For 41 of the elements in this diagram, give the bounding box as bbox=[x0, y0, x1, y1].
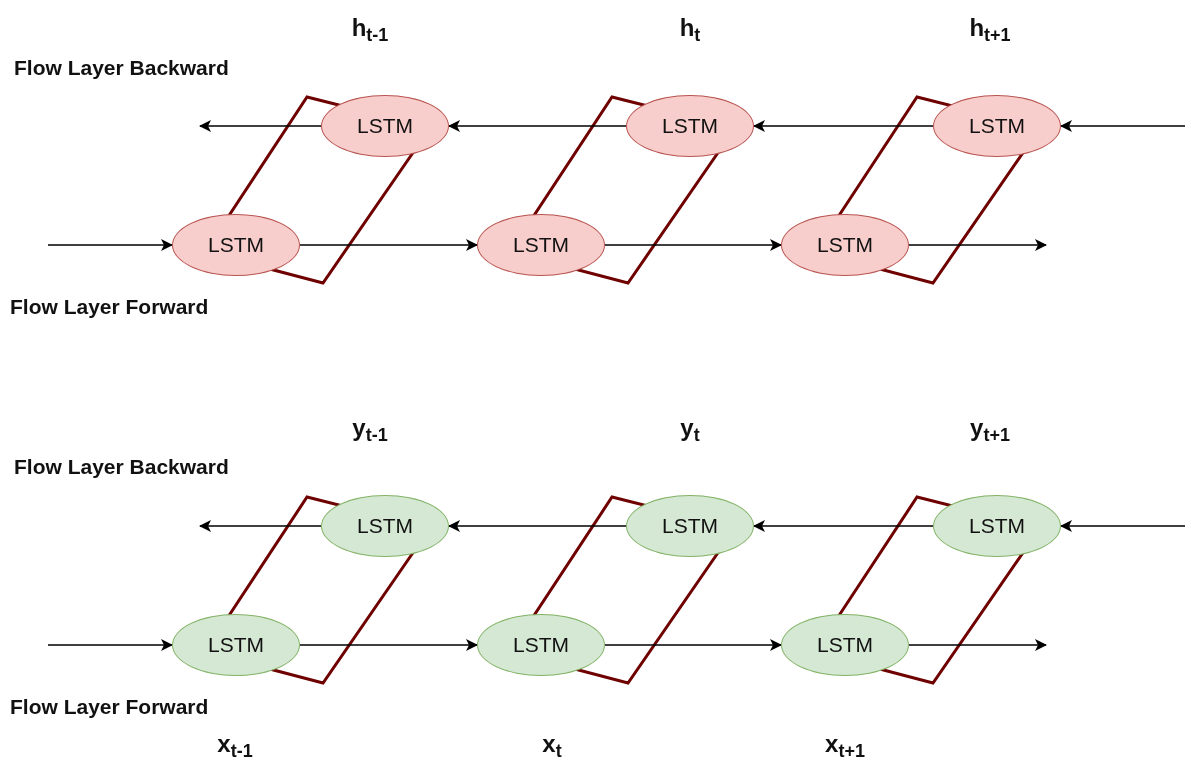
lstm-ellipse: LSTM bbox=[781, 214, 909, 276]
arrow bbox=[299, 239, 478, 251]
arrow bbox=[753, 120, 934, 132]
lstm-ellipse: LSTM bbox=[172, 614, 300, 676]
arrow bbox=[604, 239, 782, 251]
arrow bbox=[1060, 520, 1186, 532]
state-label: x$_{t+1}$ bbox=[825, 729, 865, 761]
state-label: y$_{t+1}$ bbox=[970, 413, 1010, 447]
arrow bbox=[448, 520, 627, 532]
lstm-ellipse: LSTM bbox=[781, 614, 909, 676]
arrow bbox=[1060, 120, 1186, 132]
lstm-ellipse: LSTM bbox=[933, 95, 1061, 157]
state-label: y$_{t-1}$ bbox=[352, 413, 388, 447]
lstm-ellipse: LSTM bbox=[626, 495, 754, 557]
layer-label: Flow Layer Forward bbox=[10, 695, 209, 719]
arrow bbox=[908, 639, 1047, 651]
arrow bbox=[299, 639, 478, 651]
lstm-ellipse: LSTM bbox=[477, 214, 605, 276]
state-label: x$_{t}$ bbox=[542, 729, 562, 761]
lstm-ellipse: LSTM bbox=[321, 95, 449, 157]
lstm-ellipse: LSTM bbox=[172, 214, 300, 276]
state-label: y$_{t}$ bbox=[680, 413, 700, 447]
layer-label: Flow Layer Backward bbox=[14, 455, 229, 479]
layer-label: Flow Layer Forward bbox=[10, 295, 209, 319]
arrow bbox=[908, 239, 1047, 251]
state-label: x$_{t-1}$ bbox=[217, 729, 253, 761]
arrow bbox=[199, 120, 322, 132]
arrow bbox=[604, 639, 782, 651]
lstm-ellipse: LSTM bbox=[626, 95, 754, 157]
arrow bbox=[199, 520, 322, 532]
arrow bbox=[47, 239, 173, 251]
lstm-ellipse: LSTM bbox=[477, 614, 605, 676]
lstm-ellipse: LSTM bbox=[321, 495, 449, 557]
layer-label: Flow Layer Backward bbox=[14, 56, 229, 80]
arrow bbox=[448, 120, 627, 132]
arrow bbox=[753, 520, 934, 532]
arrow bbox=[47, 639, 173, 651]
lstm-ellipse: LSTM bbox=[933, 495, 1061, 557]
state-label: h$_{t-1}$ bbox=[351, 13, 389, 47]
state-label: h$_{t+1}$ bbox=[969, 13, 1011, 47]
state-label: h$_{t}$ bbox=[679, 13, 701, 47]
